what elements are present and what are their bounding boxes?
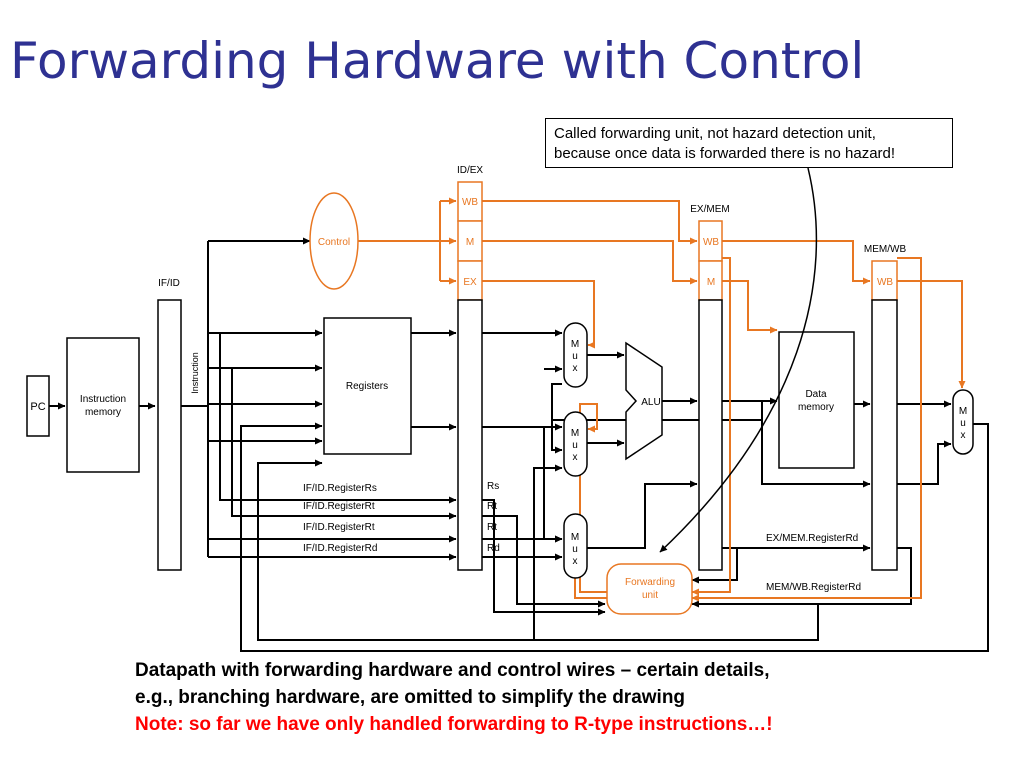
diagram-label: x bbox=[573, 363, 578, 374]
diagram-label: Control bbox=[318, 237, 350, 248]
diagram-label: x bbox=[573, 556, 578, 567]
forwarding-unit: Forwarding unit bbox=[606, 563, 693, 615]
mem-wb-pipeline-register: MEM/WB WB bbox=[864, 244, 907, 571]
pc-register: PC bbox=[26, 375, 50, 437]
label-ifid-registerrt-1: IF/ID.RegisterRt bbox=[303, 501, 375, 512]
diagram-label: Instruction bbox=[80, 394, 126, 405]
caption: Datapath with forwarding hardware and co… bbox=[135, 657, 1015, 738]
label-ifid-registerrd: IF/ID.RegisterRd bbox=[303, 543, 377, 554]
diagram-label: M bbox=[466, 237, 474, 248]
label-rt-2: Rt bbox=[487, 522, 497, 533]
caption-line-2: e.g., branching hardware, are omitted to… bbox=[135, 687, 686, 708]
diagram-label: u bbox=[572, 351, 578, 362]
diagram-label: Data bbox=[805, 389, 827, 400]
id-ex-pipeline-register: ID/EX WB M EX bbox=[457, 165, 483, 571]
callout-box: Called forwarding unit, not hazard detec… bbox=[545, 118, 953, 168]
diagram-label: ALU bbox=[641, 397, 660, 408]
diagram-label: x bbox=[961, 430, 966, 441]
diagram-label: MEM/WB bbox=[864, 244, 907, 255]
diagram-label: EX bbox=[463, 277, 477, 288]
diagram-label: M bbox=[571, 532, 579, 543]
caption-note: Note: so far we have only handled forwar… bbox=[135, 714, 773, 735]
diagram-label: M bbox=[707, 277, 715, 288]
diagram-label: WB bbox=[703, 237, 719, 248]
diagram-label: M bbox=[571, 428, 579, 439]
diagram-label: PC bbox=[30, 401, 45, 413]
diagram-label: unit bbox=[642, 590, 658, 601]
diagram-label: memory bbox=[798, 402, 834, 413]
label-rt-1: Rt bbox=[487, 501, 497, 512]
reg-dst-mux: M u x bbox=[563, 513, 588, 579]
label-rs: Rs bbox=[487, 481, 499, 492]
ex-mem-pipeline-register: EX/MEM WB M bbox=[690, 204, 730, 571]
diagram-label: EX/MEM bbox=[690, 204, 729, 215]
diagram-label: M bbox=[571, 339, 579, 350]
diagram-label: ID/EX bbox=[457, 165, 483, 176]
control-wires bbox=[358, 197, 966, 602]
label-exmem-registerrd: EX/MEM.RegisterRd bbox=[766, 533, 858, 544]
diagram-label: u bbox=[960, 418, 966, 429]
label-rd: Rd bbox=[487, 543, 500, 554]
slide-title: Forwarding Hardware with Control bbox=[10, 32, 865, 90]
diagram-label: u bbox=[572, 544, 578, 555]
alu: ALU bbox=[625, 341, 663, 461]
callout-line-2: because once data is forwarded there is … bbox=[554, 145, 896, 162]
diagram-label: memory bbox=[85, 407, 121, 418]
control-unit: Control bbox=[309, 192, 359, 290]
diagram-label: u bbox=[572, 440, 578, 451]
instruction-memory: Instruction memory bbox=[66, 337, 140, 473]
write-back-mux: M u x bbox=[952, 389, 974, 455]
diagram-label: x bbox=[573, 452, 578, 463]
label-ifid-registerrs: IF/ID.RegisterRs bbox=[303, 483, 377, 494]
diagram-label: WB bbox=[877, 277, 893, 288]
alu-input-b-mux: M u x bbox=[563, 411, 588, 477]
register-file: Registers bbox=[323, 317, 412, 455]
if-id-pipeline-register: IF/ID Instruction bbox=[157, 278, 200, 571]
wire-labels: IF/ID.RegisterRs IF/ID.RegisterRt IF/ID.… bbox=[303, 481, 861, 593]
callout-line-1: Called forwarding unit, not hazard detec… bbox=[554, 125, 876, 142]
diagram-label: Registers bbox=[346, 381, 388, 392]
data-wires bbox=[49, 237, 989, 652]
callout-pointer bbox=[659, 167, 818, 553]
diagram-label: IF/ID bbox=[158, 278, 180, 289]
diagram-label: WB bbox=[462, 197, 478, 208]
label-memwb-registerrd: MEM/WB.RegisterRd bbox=[766, 582, 861, 593]
label-ifid-registerrt-2: IF/ID.RegisterRt bbox=[303, 522, 375, 533]
diagram-label: M bbox=[959, 406, 967, 417]
diagram-label: Instruction bbox=[190, 352, 200, 394]
alu-input-a-mux: M u x bbox=[563, 322, 588, 388]
caption-line-1: Datapath with forwarding hardware and co… bbox=[135, 660, 770, 681]
data-memory: Data memory bbox=[778, 331, 855, 469]
diagram-label: Forwarding bbox=[625, 577, 675, 588]
